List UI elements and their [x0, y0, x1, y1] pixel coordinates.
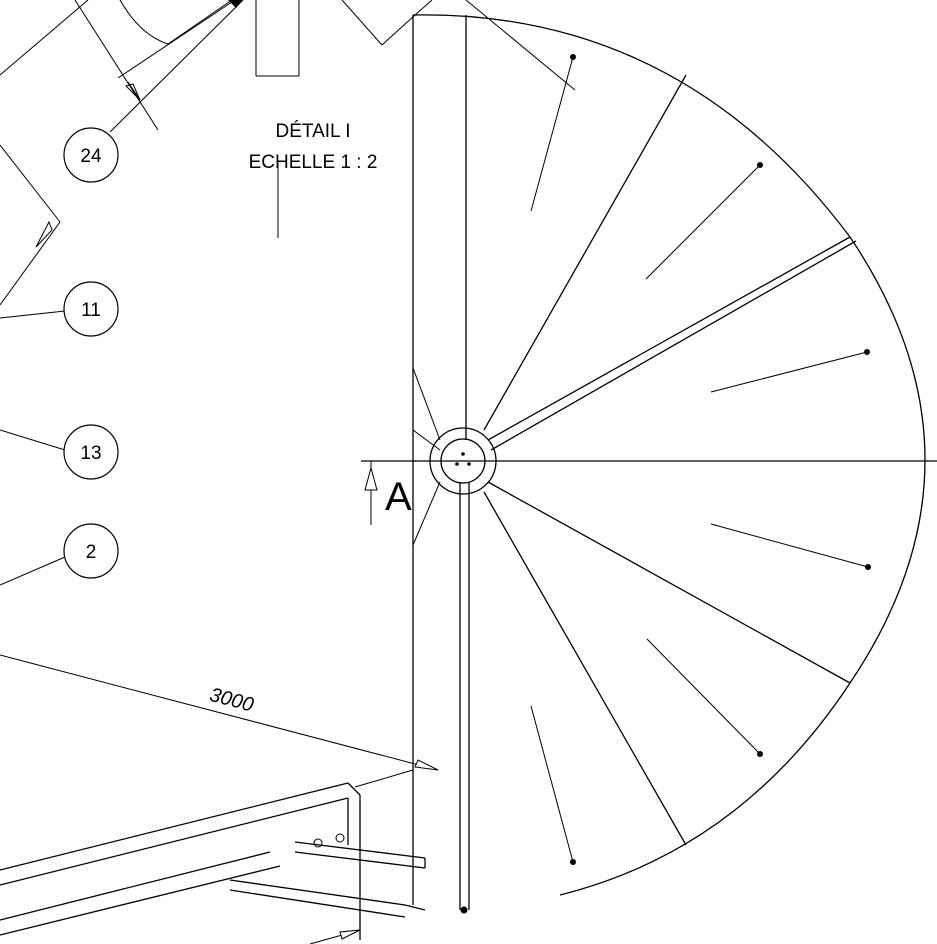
detail-title: DÉTAIL I: [276, 121, 351, 142]
detail-scale: ECHELLE 1 : 2: [249, 152, 378, 173]
balloon-13-circle: [63, 424, 119, 480]
balloon-2-number: 2: [86, 542, 97, 563]
section-label: A: [385, 475, 412, 519]
balloon-11: 11: [0, 220, 119, 337]
balloon-11-circle: [63, 281, 119, 337]
section-marker-a: A: [361, 460, 937, 525]
balloon-11-number: 11: [81, 300, 101, 321]
balloon-13: 13: [0, 424, 119, 480]
detail-view-fragment: [0, 0, 576, 306]
balloon-24-circle: [63, 127, 119, 183]
balloon-24: 24: [63, 0, 244, 183]
balloon-24-number: 24: [80, 146, 102, 167]
balloon-2-circle: [63, 523, 119, 579]
spiral-staircase-plan: [412, 14, 926, 914]
balloon-13-number: 13: [80, 443, 101, 464]
balloon-2: 2: [0, 523, 119, 586]
detail-label: DÉTAIL I ECHELLE 1 : 2: [249, 121, 378, 173]
steel-beam-iso: [0, 769, 426, 944]
dimension-3000: 3000: [0, 654, 439, 771]
